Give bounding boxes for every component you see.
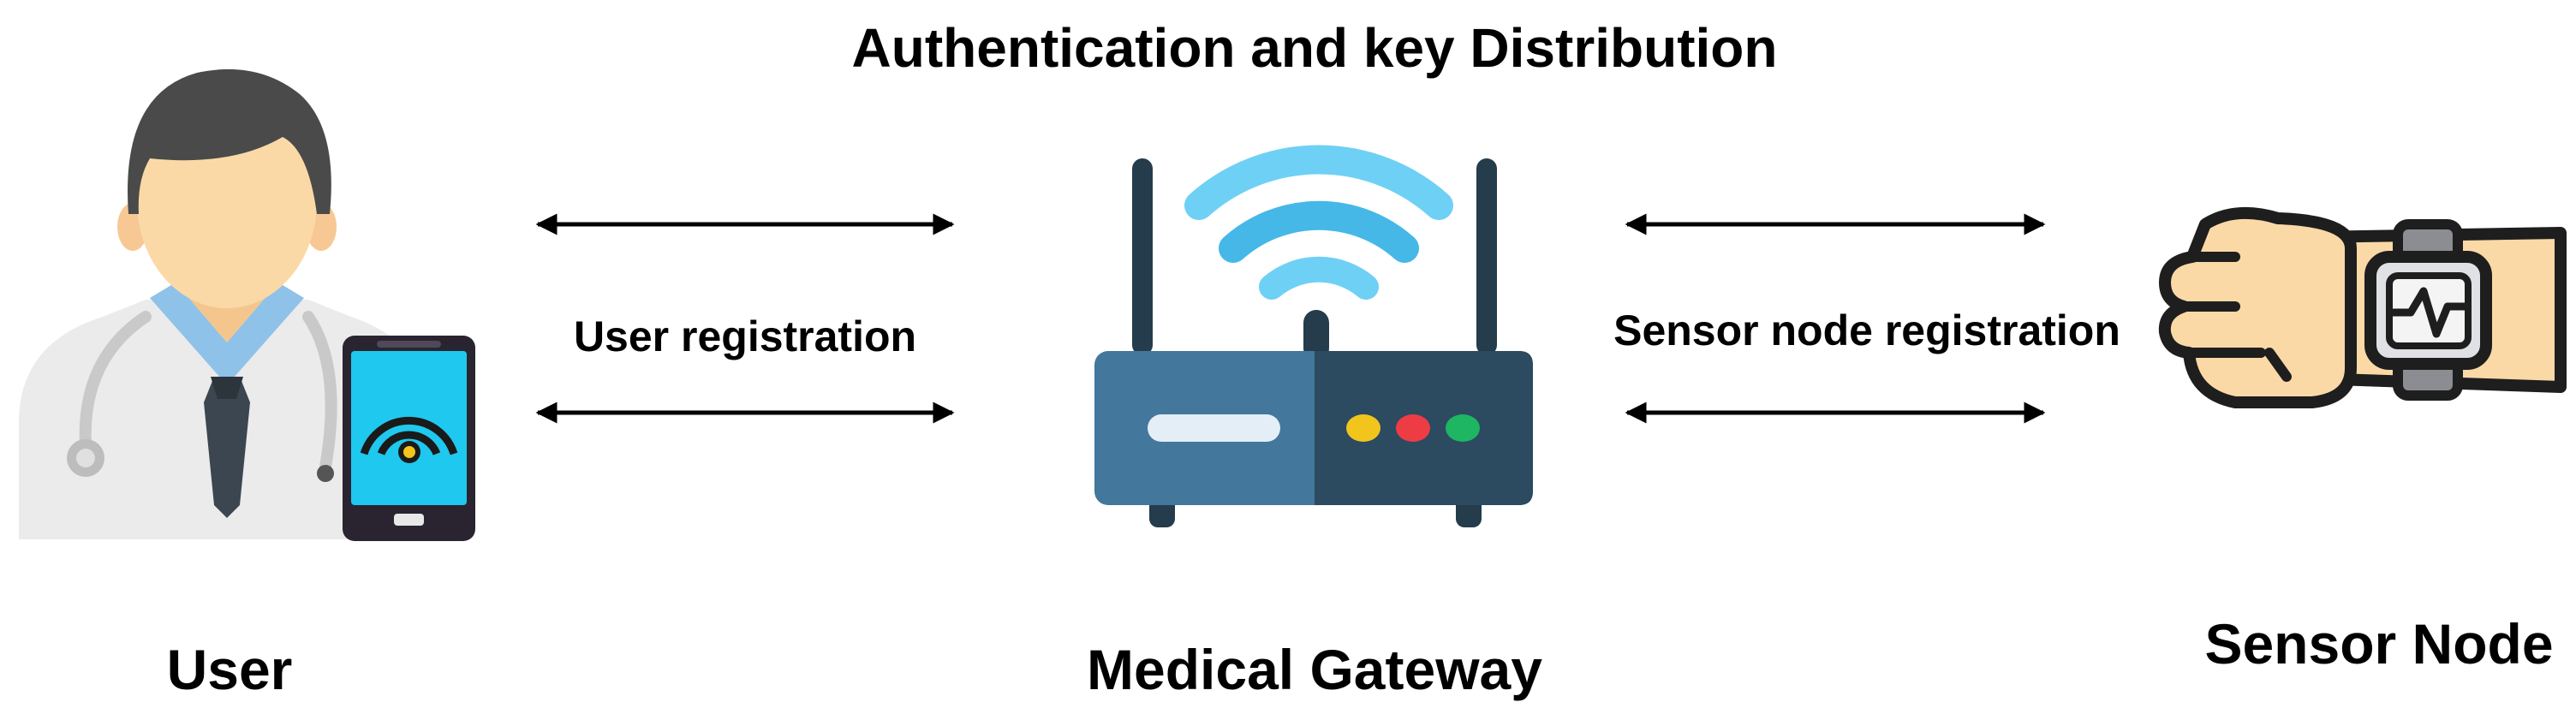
diagram-title: Authentication and key Distribution bbox=[852, 17, 1778, 79]
doctor-with-smartphone-icon bbox=[19, 68, 475, 541]
edge-user-gateway: User registration bbox=[535, 213, 955, 424]
smartwatch-wrist-icon bbox=[2158, 206, 2567, 408]
heartbeat-icon bbox=[2389, 287, 2469, 338]
smartphone-icon bbox=[343, 336, 475, 541]
wifi-router-icon bbox=[1094, 145, 1533, 527]
node-label-medical-gateway: Medical Gateway bbox=[1087, 638, 1542, 701]
node-label-sensor-node: Sensor Node bbox=[2204, 612, 2553, 675]
edge-label-user-registration: User registration bbox=[574, 312, 916, 360]
node-label-user: User bbox=[167, 638, 293, 701]
edge-gateway-sensor: Sensor node registration bbox=[1613, 213, 2120, 424]
wifi-signal-icon bbox=[1184, 145, 1453, 220]
edge-label-sensor-node-registration: Sensor node registration bbox=[1613, 306, 2120, 354]
